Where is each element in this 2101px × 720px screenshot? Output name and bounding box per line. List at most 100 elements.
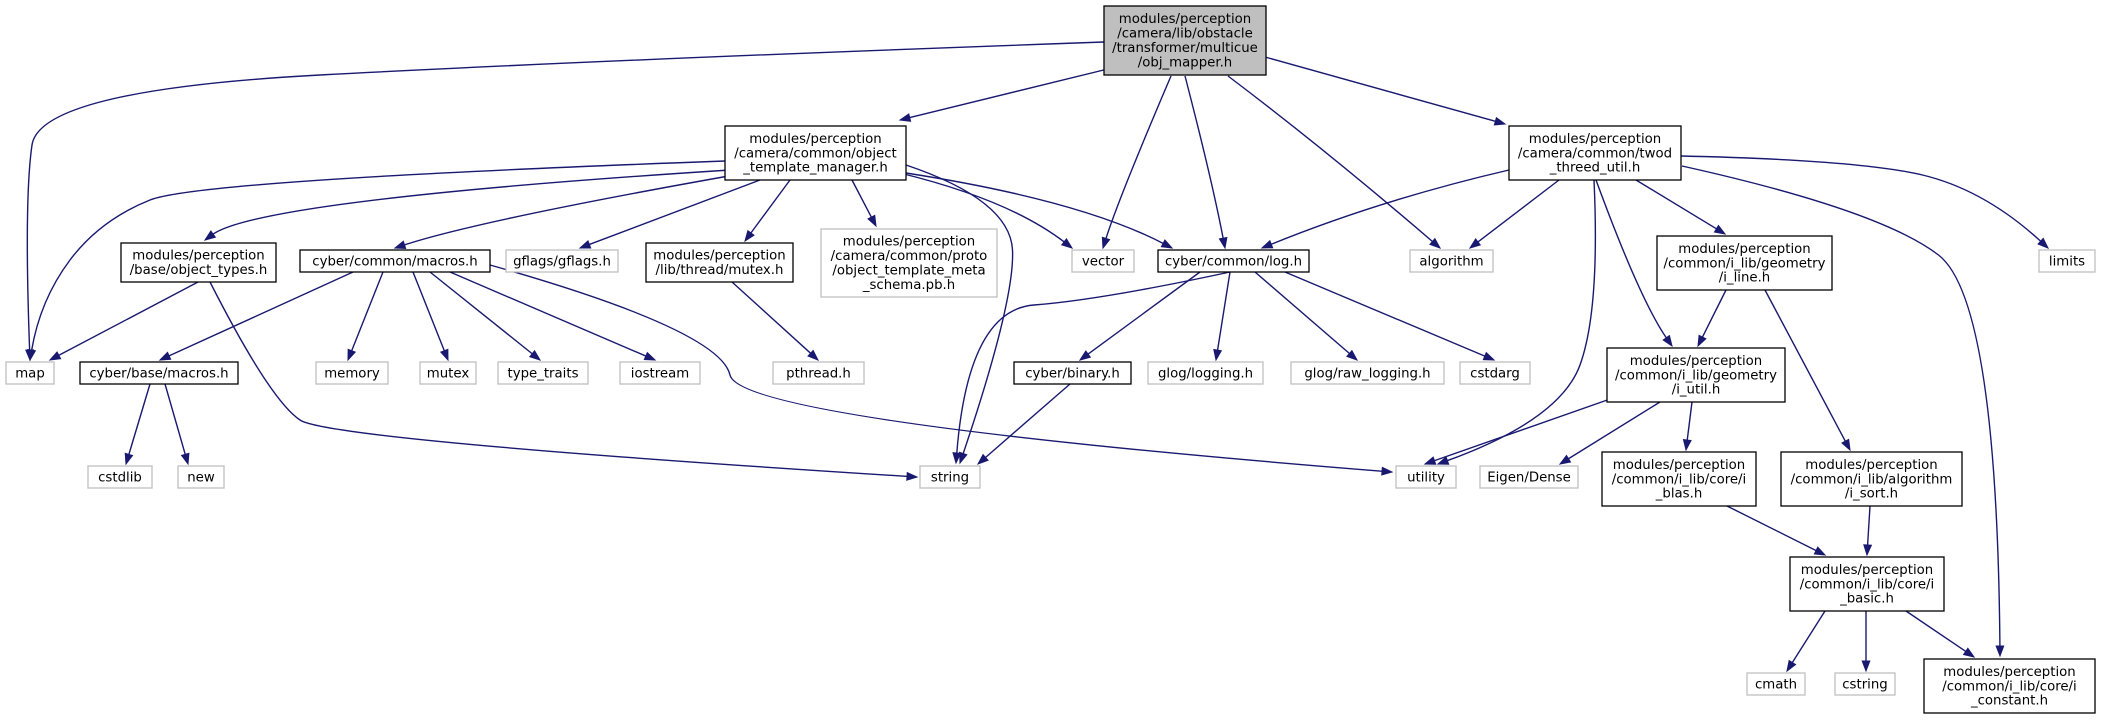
edge-ttu-to-algorithm bbox=[1468, 179, 1560, 249]
edge-arrowhead bbox=[1682, 439, 1692, 452]
edge-ttu-to-iconstant bbox=[1681, 165, 2005, 658]
node-box bbox=[1409, 249, 1494, 273]
edge-arrowhead bbox=[347, 348, 357, 362]
node-ttu[interactable]: modules/perception/camera/common/twod_th… bbox=[1508, 125, 1682, 181]
node-binary[interactable]: cyber/binary.h bbox=[1013, 361, 1132, 385]
edge-log-to-cstdarg bbox=[1284, 271, 1496, 361]
edge-line bbox=[1866, 505, 1871, 547]
edge-otm-to-string bbox=[905, 164, 1014, 465]
node-label-line: _threed_util.h bbox=[1549, 161, 1641, 176]
node-label-line: /camera/common/proto bbox=[831, 249, 988, 264]
edge-line bbox=[1184, 75, 1224, 240]
node-vector: vector bbox=[1071, 249, 1135, 273]
edge-line bbox=[1216, 271, 1231, 352]
node-iblas[interactable]: modules/perception/common/i_lib/core/i_b… bbox=[1601, 451, 1757, 507]
edge-arrowhead bbox=[1260, 239, 1274, 249]
edge-arrowhead bbox=[898, 113, 912, 122]
edge-arrowhead bbox=[1662, 334, 1673, 348]
node-box bbox=[1780, 451, 1963, 507]
edge-iutil-to-utility bbox=[1423, 397, 1614, 465]
edge-arrowhead bbox=[393, 240, 407, 250]
node-label-line: _blas.h bbox=[1655, 487, 1703, 502]
node-label-line: type_traits bbox=[507, 366, 578, 381]
node-label-line: cstdlib bbox=[98, 470, 142, 485]
edge-line bbox=[899, 172, 1066, 244]
edge-line bbox=[1446, 179, 1597, 462]
node-iconstant[interactable]: modules/perception/common/i_lib/core/i_c… bbox=[1923, 658, 2096, 714]
edge-ibasic-to-cmath bbox=[1786, 610, 1826, 673]
edge-line bbox=[164, 383, 187, 456]
node-label-line: _basic.h bbox=[1839, 592, 1894, 607]
node-box bbox=[1157, 249, 1310, 273]
edge-line bbox=[403, 173, 741, 246]
edge-arrowhead bbox=[1160, 239, 1174, 249]
edge-arrowhead bbox=[1381, 466, 1394, 476]
edge-arrowhead bbox=[1213, 348, 1223, 362]
edge-arrowhead bbox=[528, 349, 542, 361]
node-label-line: new bbox=[187, 470, 215, 485]
node-grawlog: glog/raw_logging.h bbox=[1290, 361, 1445, 385]
edge-iutil-to-iblas bbox=[1682, 401, 1693, 452]
edge-arrowhead bbox=[1558, 454, 1572, 465]
node-label-line: modules/perception bbox=[1119, 12, 1251, 27]
edge-arrowhead bbox=[1697, 334, 1707, 348]
node-isort[interactable]: modules/perception/common/i_lib/algorith… bbox=[1780, 451, 1963, 507]
edge-arrowhead bbox=[744, 229, 755, 243]
node-label-line: modules/perception bbox=[1529, 132, 1661, 147]
node-box bbox=[1071, 249, 1135, 273]
node-cstring: cstring bbox=[1834, 672, 1896, 696]
node-label-line: cstdarg bbox=[1470, 366, 1520, 381]
edge-line bbox=[1726, 505, 1818, 552]
edge-line bbox=[749, 179, 791, 235]
edge-root-to-algorithm bbox=[1227, 75, 1442, 249]
node-label-line: /i_sort.h bbox=[1845, 487, 1898, 502]
edge-line bbox=[209, 281, 909, 478]
node-box bbox=[505, 249, 619, 273]
node-label-line: memory bbox=[324, 366, 380, 381]
edge-line bbox=[731, 281, 812, 355]
edge-line bbox=[1264, 56, 1497, 123]
node-bmacros[interactable]: cyber/base/macros.h bbox=[79, 361, 239, 385]
node-cmacros[interactable]: cyber/common/macros.h bbox=[299, 249, 491, 273]
node-objtypes[interactable]: modules/perception/base/object_types.h bbox=[120, 242, 277, 283]
node-label-line: /camera/lib/obstacle bbox=[1117, 27, 1253, 42]
node-box bbox=[772, 361, 865, 385]
node-log[interactable]: cyber/common/log.h bbox=[1157, 249, 1310, 273]
node-map: map bbox=[5, 361, 55, 385]
edge-line bbox=[1270, 169, 1510, 246]
node-iutil[interactable]: modules/perception/common/i_lib/geometry… bbox=[1606, 347, 1786, 403]
edge-ttu-to-iline bbox=[1635, 179, 1727, 235]
edge-line bbox=[1567, 401, 1661, 460]
node-label-line: /obj_mapper.h bbox=[1138, 55, 1232, 70]
node-box bbox=[1290, 361, 1445, 385]
edge-line bbox=[1433, 397, 1614, 462]
node-box bbox=[2038, 249, 2096, 273]
node-label-line: limits bbox=[2049, 254, 2085, 269]
edge-cmacros-to-utility bbox=[489, 264, 1394, 476]
node-proto: modules/perception/camera/common/proto/o… bbox=[820, 228, 998, 298]
edge-arrowhead bbox=[1482, 351, 1496, 361]
edge-arrowhead bbox=[1218, 236, 1228, 250]
edge-arrowhead bbox=[952, 452, 962, 465]
edge-ttu-to-utility bbox=[1436, 179, 1597, 465]
edge-line bbox=[1686, 401, 1693, 442]
node-label-line: cyber/common/macros.h bbox=[312, 254, 477, 269]
edge-line bbox=[1701, 289, 1727, 339]
edge-otm-to-log bbox=[905, 172, 1174, 249]
edge-arrowhead bbox=[1493, 116, 1507, 126]
node-box bbox=[1923, 658, 2096, 714]
edge-cmacros-to-bmacros bbox=[158, 271, 354, 361]
node-box bbox=[177, 465, 225, 489]
node-ibasic[interactable]: modules/perception/common/i_lib/core/i_b… bbox=[1789, 556, 1945, 612]
node-mutex_h[interactable]: modules/perception/lib/thread/mutex.h bbox=[645, 242, 794, 283]
edge-root-to-ttu bbox=[1264, 56, 1507, 126]
edge-ttu-to-iutil bbox=[1595, 179, 1673, 348]
edge-arrowhead bbox=[643, 351, 657, 361]
node-iline[interactable]: modules/perception/common/i_lib/geometry… bbox=[1656, 235, 1833, 291]
edge-line bbox=[1254, 271, 1351, 355]
edge-arrowhead bbox=[2037, 237, 2050, 249]
edge-arrowhead bbox=[1962, 647, 1976, 658]
node-otm[interactable]: modules/perception/camera/common/object_… bbox=[724, 125, 907, 181]
edge-otm-to-objtypes bbox=[203, 169, 731, 241]
node-label-line: _constant.h bbox=[1970, 694, 2048, 709]
